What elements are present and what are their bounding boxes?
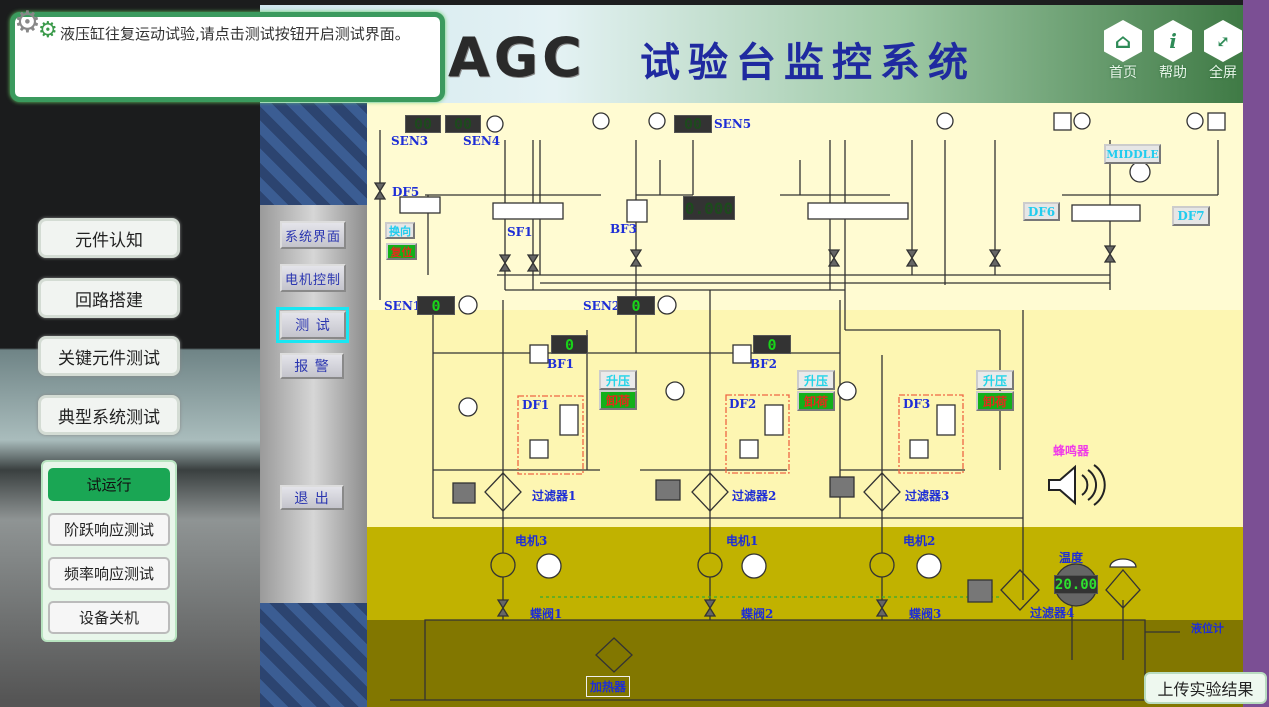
sen3-label: SEN3	[391, 134, 429, 148]
buzzer-label: 蜂鸣器	[1053, 444, 1090, 458]
df5-label: DF5	[392, 185, 420, 199]
submenu-shutdown[interactable]: 设备关机	[48, 601, 170, 634]
nav-fullscreen[interactable]: ⤢ 全屏	[1204, 20, 1242, 82]
sen1-display: 0	[417, 296, 455, 315]
sen2-display: 0	[617, 296, 655, 315]
submenu: 试运行 阶跃响应测试 频率响应测试 设备关机	[41, 460, 177, 642]
fullscreen-icon: ⤢	[1204, 20, 1242, 62]
sen2-label: SEN2	[583, 299, 621, 313]
pump-zone	[367, 527, 1243, 620]
sen1-label: SEN1	[384, 299, 422, 313]
instruction-text: 液压缸往复运动试验,请点击测试按钮开启测试界面。	[60, 25, 410, 43]
exit-button[interactable]: 退 出	[280, 485, 344, 510]
motor-3-label: 电机3	[515, 534, 548, 548]
right-border	[1243, 0, 1269, 707]
logo: AGC	[448, 26, 586, 89]
sf1-label: SF1	[507, 225, 533, 239]
test-button[interactable]: 测 试	[280, 311, 346, 339]
submenu-trial-run[interactable]: 试运行	[48, 468, 170, 501]
motor-control-button[interactable]: 电机控制	[280, 264, 346, 292]
sen4-display: 00	[445, 115, 481, 133]
butterfly-valve-1-label: 蝶阀1	[530, 607, 563, 621]
bf3-display: 0.000	[683, 196, 735, 220]
filter-1-label: 过滤器1	[532, 489, 577, 503]
info-icon: i	[1154, 20, 1192, 62]
df2-label: DF2	[729, 397, 757, 411]
unload-button-1[interactable]: 卸荷	[599, 390, 637, 410]
instruction-tooltip	[10, 12, 445, 102]
sen5-display: 00	[674, 115, 712, 133]
boost-button-1[interactable]: 升压	[599, 370, 637, 390]
filter-4-label: 过滤器4	[1030, 606, 1075, 620]
submenu-frequency-response-test[interactable]: 频率响应测试	[48, 557, 170, 590]
menu-circuit-building[interactable]: 回路搭建	[38, 278, 180, 318]
upload-results-button[interactable]: 上传实验结果	[1144, 672, 1267, 704]
reset-button[interactable]: 复位	[386, 243, 417, 260]
nav-fullscreen-label: 全屏	[1209, 65, 1237, 81]
test-button-highlight	[276, 307, 349, 343]
system-view-button[interactable]: 系统界面	[280, 221, 346, 249]
level-gauge-label: 液位计	[1191, 622, 1224, 635]
middle-zone	[367, 310, 1243, 527]
page-title: 试验台监控系统	[640, 39, 976, 86]
boost-button-2[interactable]: 升压	[797, 370, 835, 390]
diamond-plate-bottom	[260, 603, 367, 707]
nav-home-label: 首页	[1109, 65, 1137, 81]
temperature-label: 温度	[1059, 551, 1084, 565]
bf2-display: 0	[753, 335, 791, 354]
gear-small-icon: ⚙	[38, 18, 58, 43]
middle-button[interactable]: MIDDLE	[1104, 144, 1161, 164]
butterfly-valve-2-label: 蝶阀2	[741, 607, 774, 621]
reverse-button[interactable]: 换向	[385, 222, 415, 239]
gear-icon: ⚙	[14, 5, 41, 40]
submenu-step-response-test[interactable]: 阶跃响应测试	[48, 513, 170, 546]
menu-key-component-test[interactable]: 关键元件测试	[38, 336, 180, 376]
motor-1-label: 电机1	[726, 534, 759, 548]
bf1-display: 0	[551, 335, 588, 354]
motor-2-label: 电机2	[903, 534, 936, 548]
sen3-display: 00	[405, 115, 441, 133]
df1-label: DF1	[522, 398, 550, 412]
home-icon: ⌂	[1104, 20, 1142, 62]
unload-button-3[interactable]: 卸荷	[976, 391, 1014, 411]
tank-zone	[367, 620, 1243, 707]
alarm-button[interactable]: 报 警	[280, 353, 344, 379]
nav-help[interactable]: i 帮助	[1154, 20, 1192, 82]
bf1-label: BF1	[547, 357, 575, 371]
diamond-plate-top	[260, 103, 367, 205]
boost-button-3[interactable]: 升压	[976, 370, 1014, 390]
unload-button-2[interactable]: 卸荷	[797, 391, 835, 411]
df7-button[interactable]: DF7	[1172, 206, 1210, 226]
menu-component-recognition[interactable]: 元件认知	[38, 218, 180, 258]
heater-label: 加热器	[586, 676, 631, 697]
nav-home[interactable]: ⌂ 首页	[1104, 20, 1142, 82]
nav-help-label: 帮助	[1159, 65, 1187, 81]
filter-3-label: 过滤器3	[905, 489, 950, 503]
bf3-label: BF3	[610, 222, 638, 236]
filter-2-label: 过滤器2	[732, 489, 777, 503]
df3-label: DF3	[903, 397, 931, 411]
sen4-label: SEN4	[463, 134, 501, 148]
bf2-label: BF2	[750, 357, 778, 371]
butterfly-valve-3-label: 蝶阀3	[909, 607, 942, 621]
temperature-display: 20.00	[1054, 575, 1098, 594]
sen5-label: SEN5	[714, 117, 752, 131]
menu-typical-system-test[interactable]: 典型系统测试	[38, 395, 180, 435]
df6-button[interactable]: DF6	[1023, 202, 1060, 221]
